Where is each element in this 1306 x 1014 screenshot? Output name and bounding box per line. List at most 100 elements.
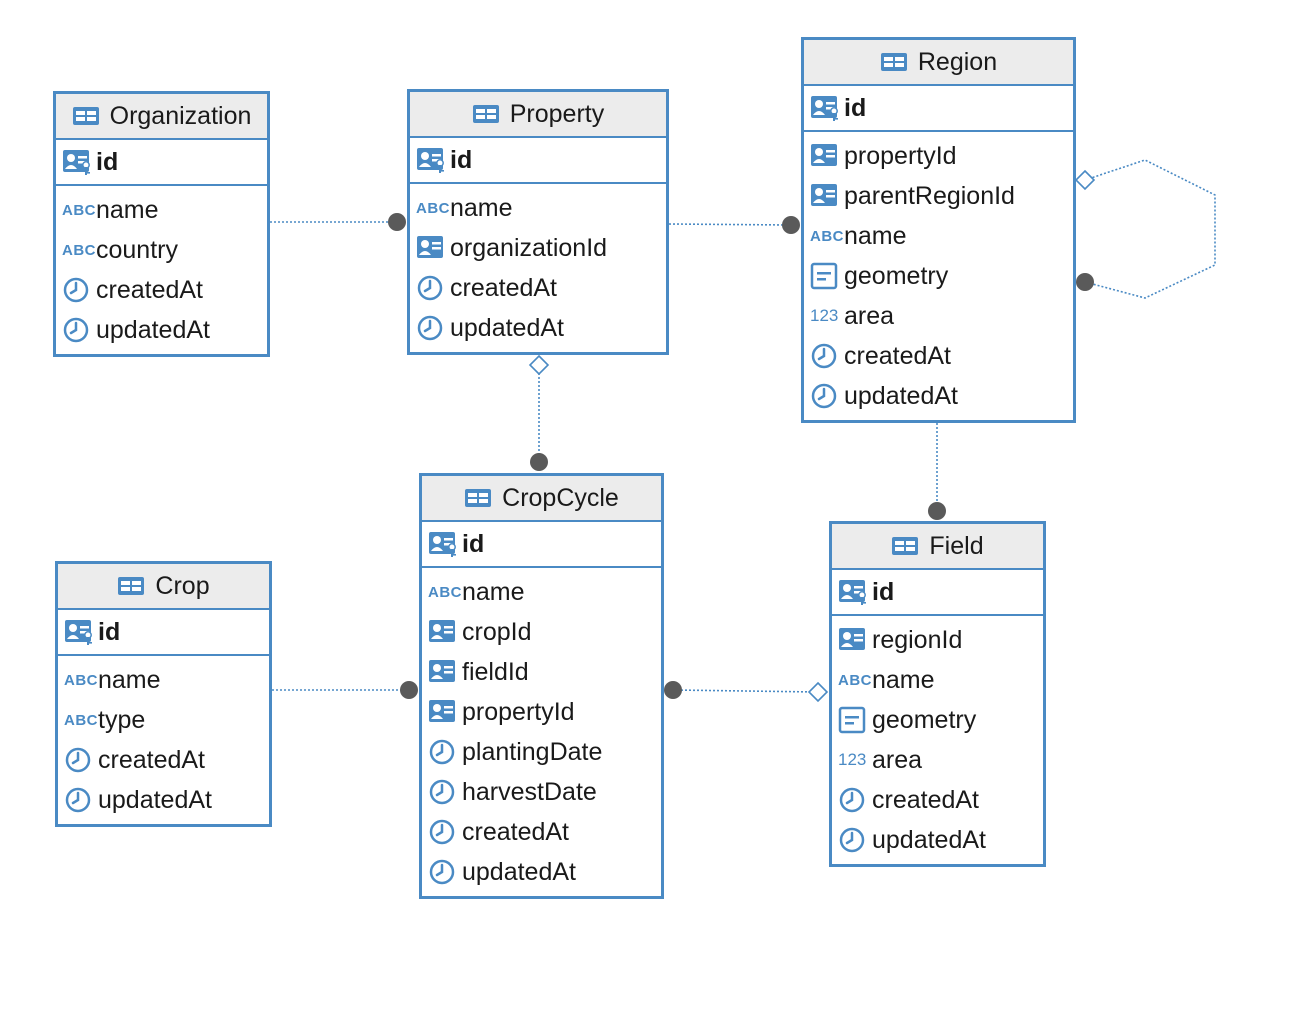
primary-key-row[interactable]: id <box>832 570 1043 616</box>
clock-icon <box>416 274 450 302</box>
column-row[interactable]: updatedAt <box>422 852 661 892</box>
column-row[interactable]: propertyId <box>804 136 1073 176</box>
primary-key-icon <box>416 146 450 174</box>
table-header[interactable]: Field <box>832 524 1043 570</box>
table-name: Region <box>917 47 998 76</box>
relationship-line[interactable] <box>672 689 819 693</box>
text-type-icon: ABC <box>64 671 98 689</box>
table-name: Organization <box>109 101 252 130</box>
column-name: id <box>844 93 867 122</box>
column-name: updatedAt <box>844 381 958 410</box>
clock-icon <box>416 314 450 342</box>
column-row[interactable]: geometry <box>804 256 1073 296</box>
column-name: harvestDate <box>462 777 597 806</box>
column-name: id <box>98 617 121 646</box>
primary-key-icon <box>838 578 872 606</box>
column-row[interactable]: parentRegionId <box>804 176 1073 216</box>
column-name: id <box>462 529 485 558</box>
column-name: geometry <box>844 261 949 290</box>
column-row[interactable]: createdAt <box>410 268 666 308</box>
column-row[interactable]: harvestDate <box>422 772 661 812</box>
column-row[interactable]: updatedAt <box>804 376 1073 416</box>
relationship-endpoint-diamond <box>528 354 550 376</box>
column-row[interactable]: cropId <box>422 612 661 652</box>
primary-key-row[interactable]: id <box>422 522 661 568</box>
table-header[interactable]: CropCycle <box>422 476 661 522</box>
column-name: updatedAt <box>98 785 212 814</box>
column-row[interactable]: updatedAt <box>58 780 269 820</box>
primary-key-row[interactable]: id <box>58 610 269 656</box>
column-row[interactable]: createdAt <box>58 740 269 780</box>
clock-icon <box>428 738 462 766</box>
column-row[interactable]: createdAt <box>832 780 1043 820</box>
column-name: createdAt <box>450 273 558 302</box>
clock-icon <box>838 786 872 814</box>
column-name: country <box>96 235 178 264</box>
relationship-endpoint-dot <box>530 453 548 471</box>
clock-icon <box>64 786 98 814</box>
column-name: createdAt <box>98 745 206 774</box>
column-name: organizationId <box>450 233 608 262</box>
clock-icon <box>62 316 96 344</box>
column-row[interactable]: updatedAt <box>56 310 267 350</box>
table-header[interactable]: Region <box>804 40 1073 86</box>
table-icon <box>72 102 102 130</box>
table-header[interactable]: Organization <box>56 94 267 140</box>
table-header[interactable]: Crop <box>58 564 269 610</box>
column-row[interactable]: updatedAt <box>832 820 1043 860</box>
column-row[interactable]: createdAt <box>422 812 661 852</box>
column-row[interactable]: propertyId <box>422 692 661 732</box>
column-name: id <box>872 577 895 606</box>
relationship-endpoint-dot <box>664 681 682 699</box>
primary-key-row[interactable]: id <box>56 140 267 186</box>
primary-key-row[interactable]: id <box>804 86 1073 132</box>
relationship-endpoint-dot <box>928 502 946 520</box>
column-row[interactable]: plantingDate <box>422 732 661 772</box>
column-row[interactable]: updatedAt <box>410 308 666 348</box>
column-row[interactable]: fieldId <box>422 652 661 692</box>
clock-icon <box>810 342 844 370</box>
foreign-key-icon <box>838 626 872 654</box>
column-name: id <box>96 147 119 176</box>
foreign-key-icon <box>428 658 462 686</box>
column-name: area <box>872 745 923 774</box>
column-row[interactable]: regionId <box>832 620 1043 660</box>
relationship-line[interactable] <box>668 223 791 226</box>
text-type-icon: ABC <box>810 227 844 245</box>
column-row[interactable]: geometry <box>832 700 1043 740</box>
column-name: updatedAt <box>872 825 986 854</box>
primary-key-row[interactable]: id <box>410 138 666 184</box>
primary-key-icon <box>810 94 844 122</box>
primary-key-icon <box>428 530 462 558</box>
number-type-icon: 123 <box>810 306 839 325</box>
column-row[interactable]: createdAt <box>56 270 267 310</box>
text-type-icon: ABC <box>64 711 98 729</box>
relationship-line[interactable] <box>1084 159 1216 299</box>
column-row[interactable]: createdAt <box>804 336 1073 376</box>
geometry-icon <box>838 706 872 734</box>
column-name: name <box>96 195 159 224</box>
column-row[interactable]: organizationId <box>410 228 666 268</box>
column-name: geometry <box>872 705 977 734</box>
relationship-endpoint-dot <box>388 213 406 231</box>
table-name: Crop <box>155 571 210 600</box>
table-header[interactable]: Property <box>410 92 666 138</box>
column-name: fieldId <box>462 657 529 686</box>
